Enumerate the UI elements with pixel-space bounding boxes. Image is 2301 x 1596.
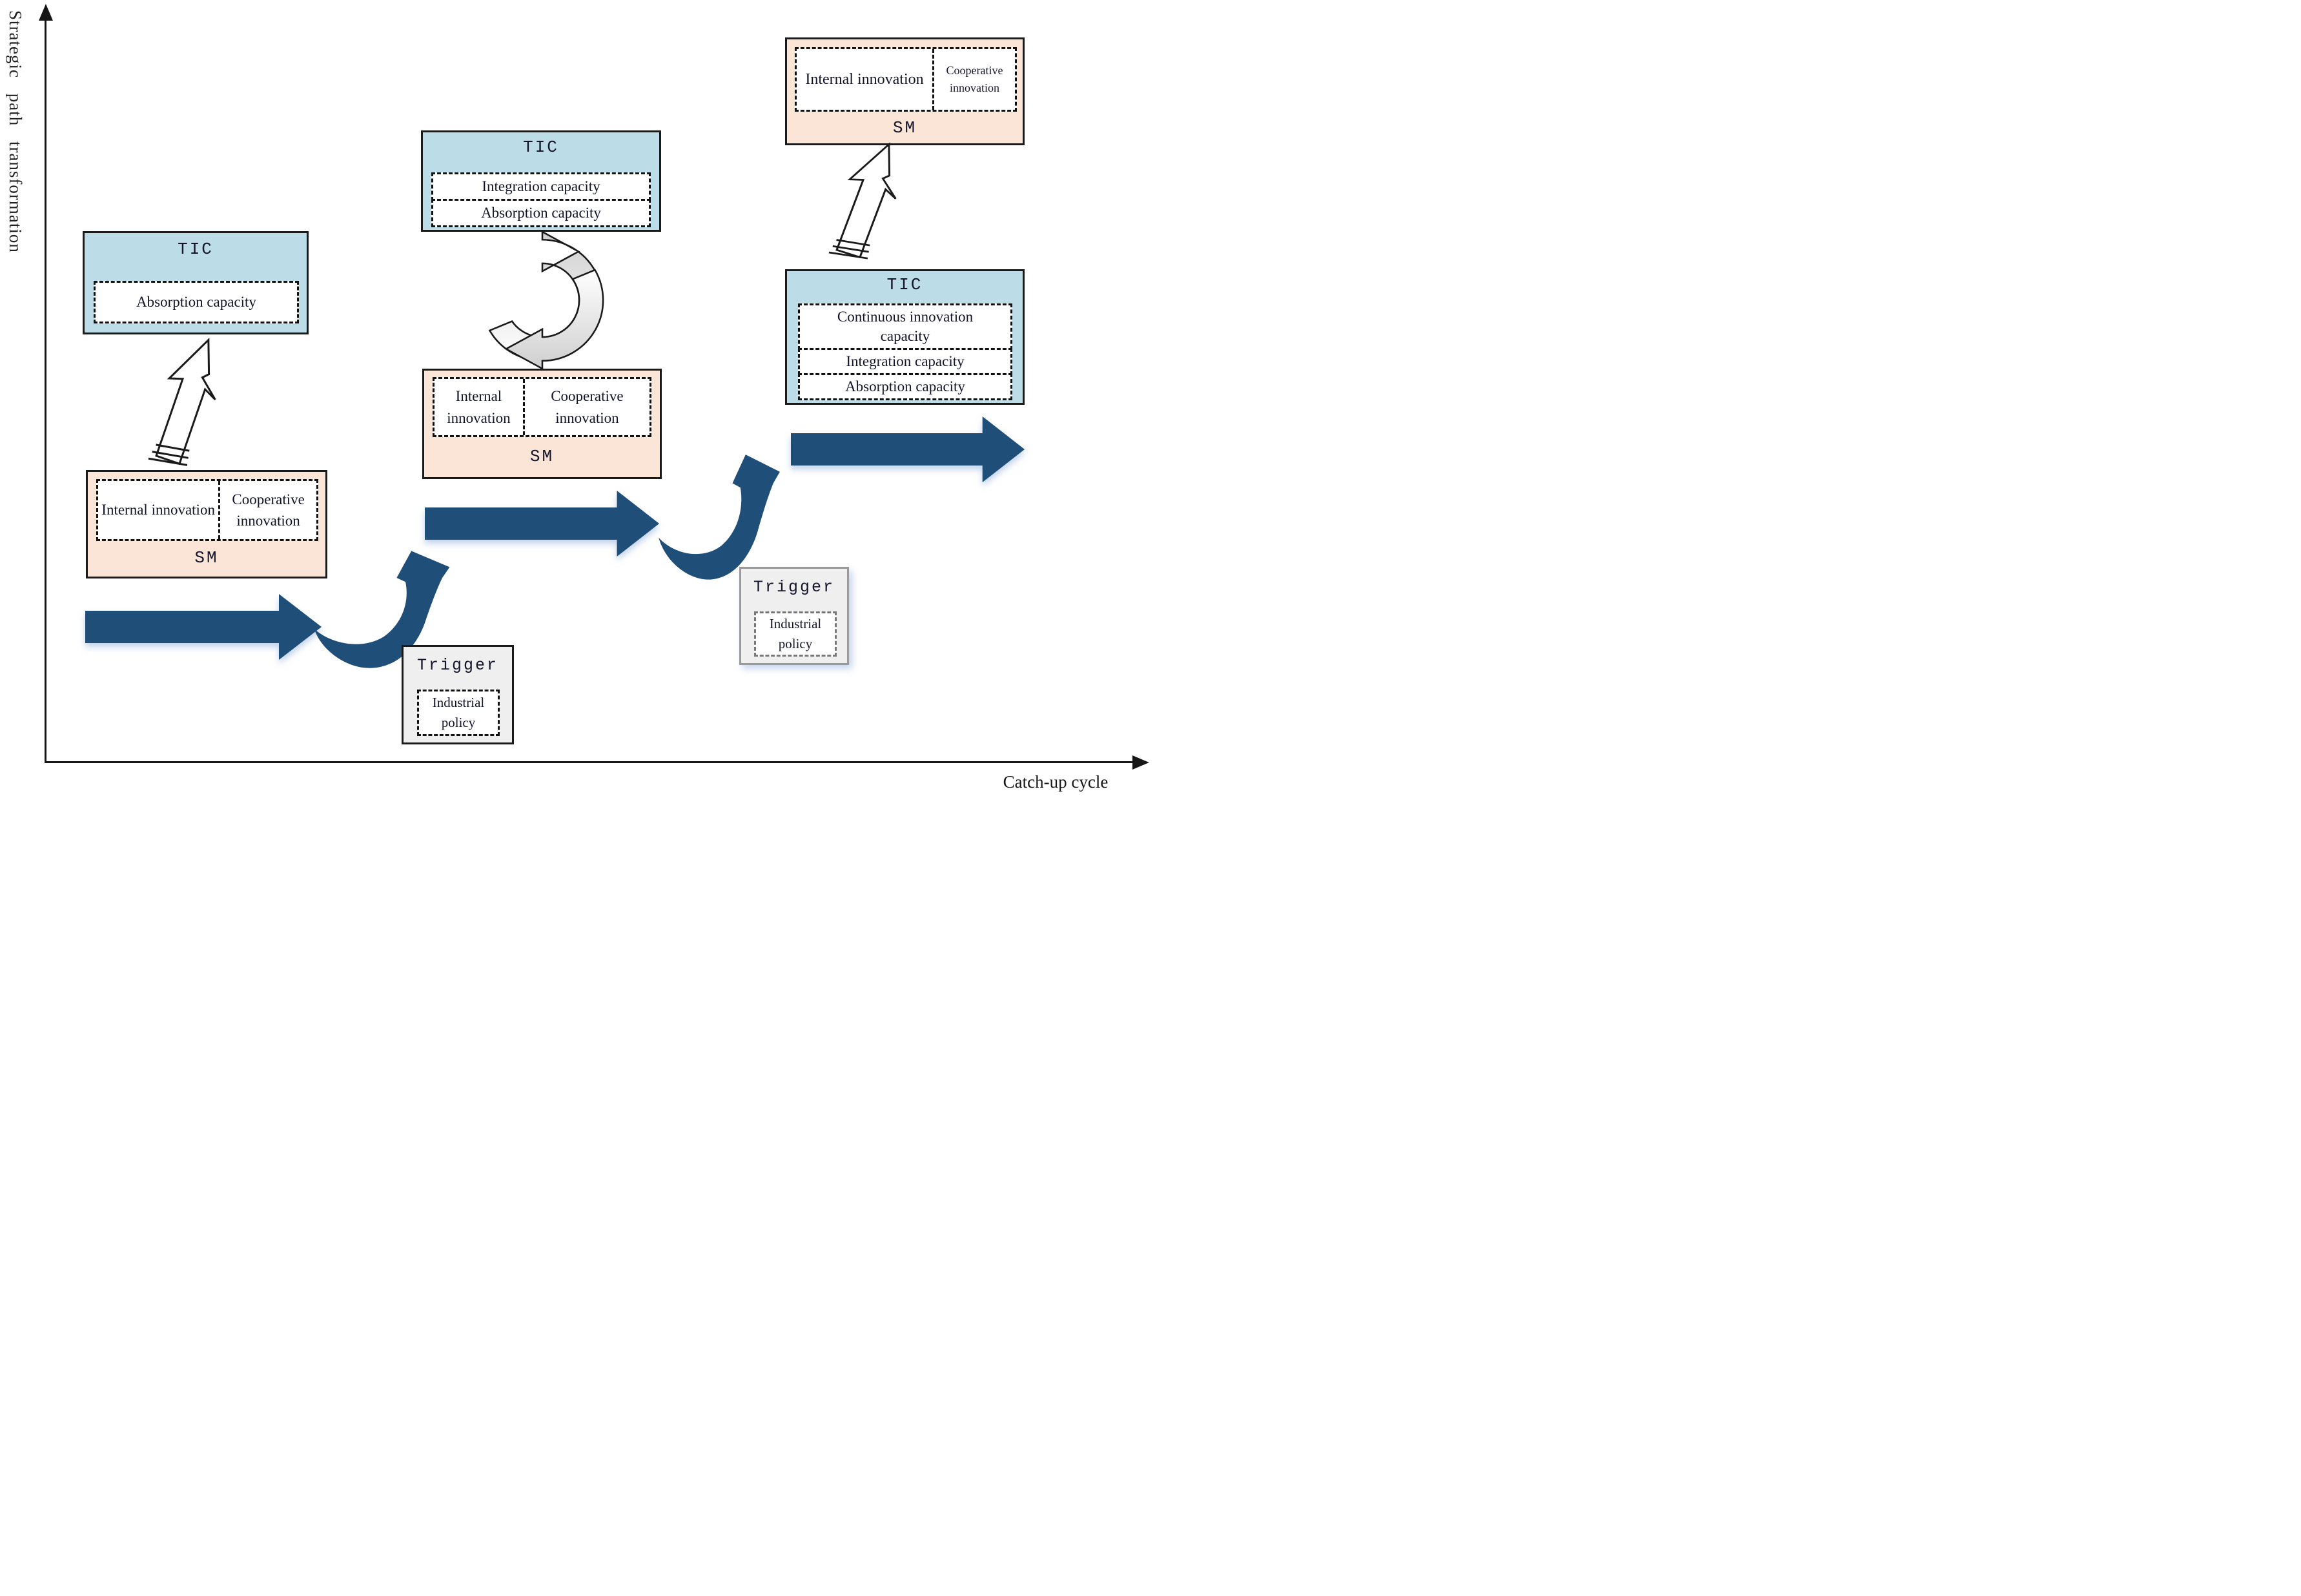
x-axis-label: Catch-up cycle — [1003, 772, 1109, 792]
stage3-horizontal-arrow-icon — [791, 416, 1025, 482]
stage2-tic-box: TIC Integration capacity Absorption capa… — [421, 130, 661, 232]
stage1-internal-innovation: Internal innovation — [98, 481, 221, 539]
stage1-upgrade-arrow-icon — [148, 337, 216, 466]
stage3-absorption-capacity: Absorption capacity — [798, 373, 1012, 400]
stage3-integration-capacity: Integration capacity — [798, 348, 1012, 375]
stage3-cooperative-innovation: Cooperative innovation — [946, 64, 1003, 94]
stage1-tic-box: TIC Absorption capacity — [83, 231, 309, 334]
stage2-swoosh-arrow-icon — [659, 455, 780, 580]
stage2-trigger-box: Trigger Industrial policy — [739, 567, 849, 665]
stage1-trigger-title: Trigger — [416, 656, 499, 675]
x-axis-line — [45, 761, 1136, 763]
y-axis-arrowhead-icon — [39, 4, 53, 21]
stage2-sm-title: SM — [529, 447, 555, 466]
stage3-sm-title: SM — [892, 118, 917, 138]
stage1-horizontal-arrow-icon — [85, 594, 322, 660]
stage1-industrial-policy: Industrial policy — [417, 690, 500, 736]
stage2-cooperative-innovation: Cooperative innovation — [551, 388, 624, 426]
stage2-absorption-capacity: Absorption capacity — [431, 199, 651, 227]
stage2-integration-capacity: Integration capacity — [431, 172, 651, 201]
x-axis-arrowhead-icon — [1132, 755, 1149, 770]
stage2-horizontal-arrow-icon — [425, 491, 659, 557]
stage1-sm-box: Internal innovation Cooperative innovati… — [86, 470, 327, 578]
stage1-absorption-capacity: Absorption capacity — [94, 281, 299, 323]
strategic-path-diagram: Strategic path transformation Catch-up c… — [0, 0, 1150, 798]
y-axis-line — [45, 9, 46, 763]
stage3-internal-innovation: Internal innovation — [797, 49, 934, 110]
y-axis-label: Strategic path transformation — [6, 10, 25, 253]
stage1-tic-title: TIC — [178, 240, 214, 259]
stage3-innovation-cells: Internal innovation Cooperative innovati… — [795, 47, 1017, 112]
stage1-innovation-cells: Internal innovation Cooperative innovati… — [96, 479, 318, 541]
stage2-innovation-cells: Internal innovation Cooperative innovati… — [433, 377, 651, 437]
stage1-cooperative-innovation: Cooperative innovation — [232, 491, 305, 529]
stage2-cycle-arrows-icon — [488, 230, 604, 371]
stage1-sm-title: SM — [194, 548, 219, 568]
stage2-internal-innovation: Internal innovation — [435, 379, 525, 435]
stage1-trigger-box: Trigger Industrial policy — [402, 645, 514, 744]
stage2-tic-title: TIC — [523, 138, 559, 157]
stage1-swoosh-arrow-icon — [314, 551, 450, 668]
stage3-upgrade-arrow-icon — [828, 142, 897, 260]
stage3-tic-title: TIC — [886, 275, 923, 294]
stage2-sm-box: Internal innovation Cooperative innovati… — [422, 369, 662, 479]
stage2-industrial-policy: Industrial policy — [754, 611, 837, 657]
stage3-continuous-innovation-capacity: Continuous innovation capacity — [798, 303, 1012, 350]
stage2-trigger-title: Trigger — [753, 578, 835, 597]
stage3-tic-box: TIC Continuous innovation capacity Integ… — [785, 269, 1025, 405]
stage3-sm-box: Internal innovation Cooperative innovati… — [785, 37, 1025, 145]
